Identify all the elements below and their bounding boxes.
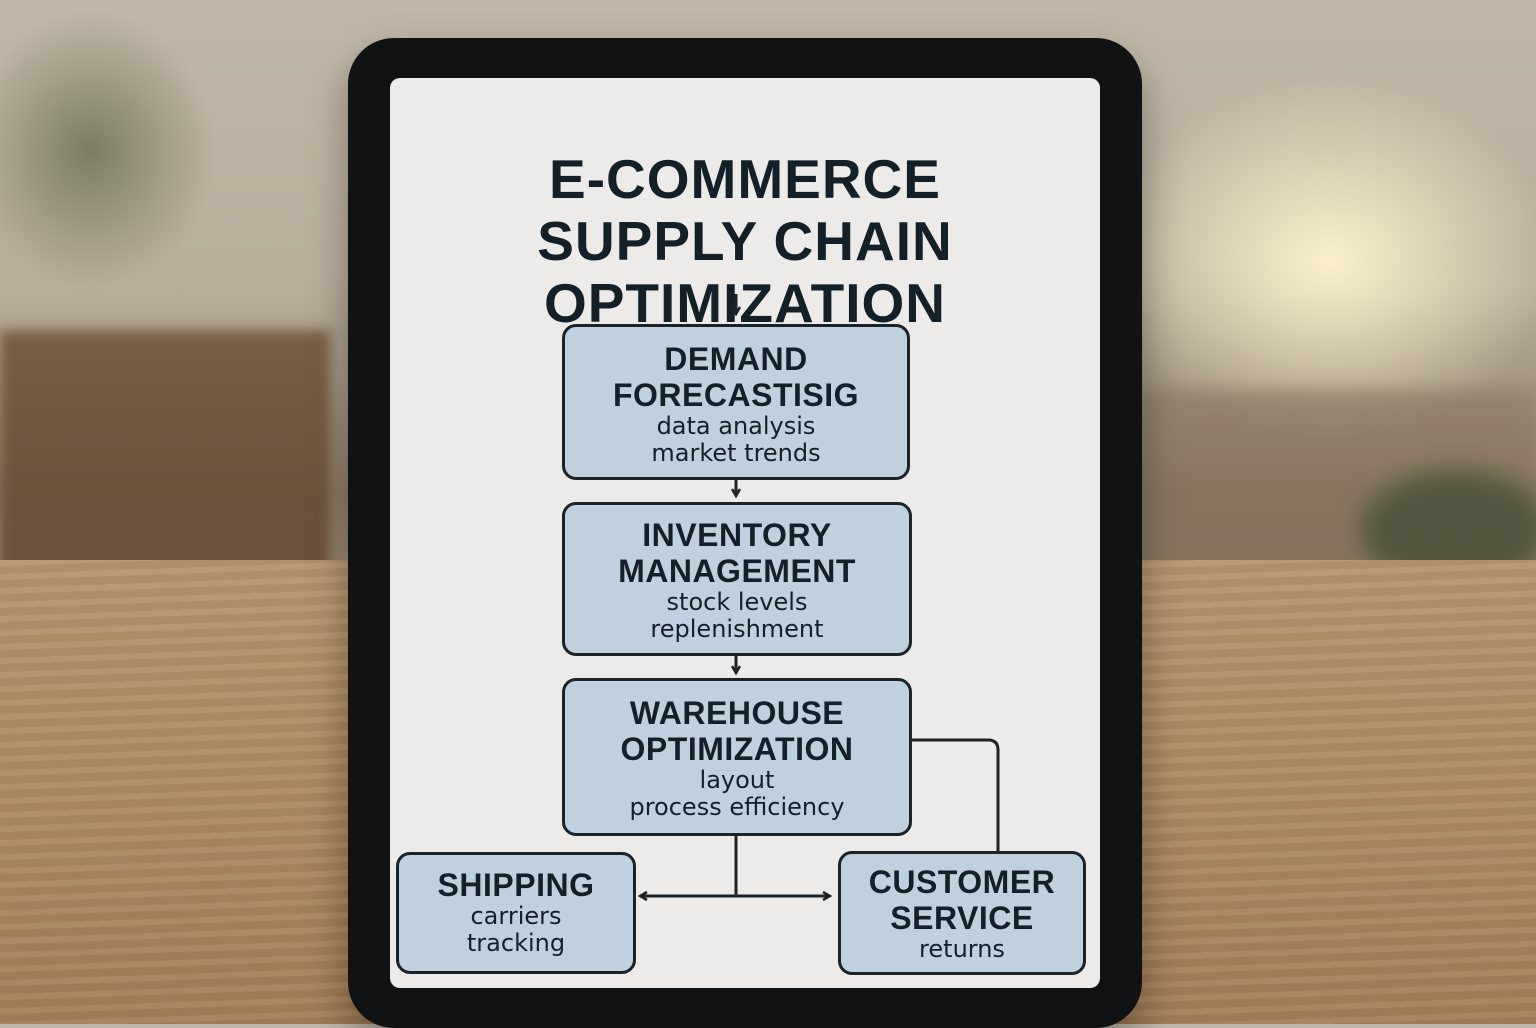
connector-layer	[390, 294, 1100, 988]
node-subtitle: carriers	[470, 902, 562, 930]
diagram-title: E-COMMERCE SUPPLY CHAIN OPTIMIZATION	[390, 148, 1100, 334]
title-line: SUPPLY CHAIN	[537, 210, 953, 272]
node-title: SHIPPING	[437, 867, 595, 903]
node-title: DEMAND	[664, 341, 808, 377]
node-subtitle: data analysis	[656, 412, 816, 440]
node-subtitle: stock levels	[666, 588, 808, 616]
node-title: INVENTORY	[642, 517, 832, 553]
node-warehouse-optimization: WAREHOUSE OPTIMIZATION layout process ef…	[562, 678, 912, 836]
node-title: SERVICE	[890, 900, 1034, 936]
node-subtitle: process efficiency	[629, 793, 845, 821]
node-subtitle: returns	[919, 935, 1005, 963]
node-title: CUSTOMER	[868, 864, 1056, 900]
node-title: FORECASTISIG	[612, 377, 859, 413]
title-line: E-COMMERCE	[549, 148, 941, 210]
node-demand-forecasting: DEMAND FORECASTISIG data analysis market…	[562, 324, 910, 480]
arrow-warehouse-side-to-customer	[910, 738, 998, 886]
arrow-warehouse-to-shipping	[640, 836, 738, 896]
node-inventory-management: INVENTORY MANAGEMENT stock levels replen…	[562, 502, 912, 656]
node-title: MANAGEMENT	[618, 553, 856, 589]
node-subtitle: layout	[699, 766, 775, 794]
node-title: OPTIMIZATION	[620, 731, 854, 767]
node-subtitle: replenishment	[650, 615, 824, 643]
node-subtitle: tracking	[466, 929, 566, 957]
node-customer-service: CUSTOMER SERVICE returns	[838, 851, 1086, 975]
tablet-screen: E-COMMERCE SUPPLY CHAIN OPTIMIZATION DEM…	[390, 78, 1100, 988]
node-shipping: SHIPPING carriers tracking	[396, 852, 636, 974]
tablet-device: E-COMMERCE SUPPLY CHAIN OPTIMIZATION DEM…	[348, 38, 1142, 1028]
title-line: OPTIMIZATION	[543, 272, 947, 334]
node-title: WAREHOUSE	[629, 695, 845, 731]
node-subtitle: market trends	[651, 439, 821, 467]
